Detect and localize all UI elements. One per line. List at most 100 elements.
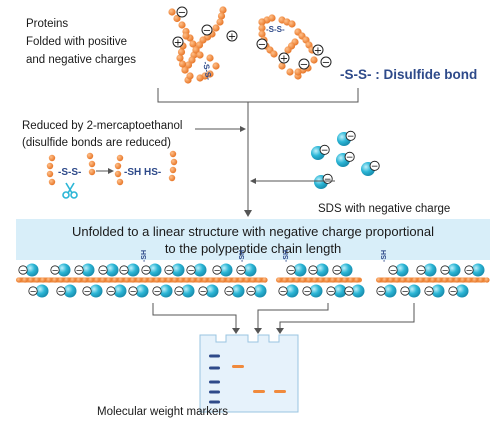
positive-charge-icon xyxy=(226,30,238,42)
sds-molecule xyxy=(35,284,49,298)
sds-molecule xyxy=(81,263,95,277)
amino-acid-bead xyxy=(136,277,142,283)
negative-charge-icon xyxy=(141,265,151,275)
amino-acid-bead xyxy=(294,68,302,76)
unfolded-banner xyxy=(16,219,490,260)
svg-text:−: − xyxy=(129,287,136,297)
amino-acid-bead xyxy=(318,277,324,283)
amino-acid-bead xyxy=(258,30,266,38)
negative-charge-icon xyxy=(164,265,174,275)
sds-arrow-head xyxy=(250,178,256,184)
negative-charge-icon xyxy=(186,265,196,275)
negative-charge-icon xyxy=(236,265,246,275)
negative-charge-icon xyxy=(50,265,60,275)
folded-protein-2: -S-S-−++−− xyxy=(256,14,332,80)
amino-acid-bead xyxy=(148,277,154,283)
amino-acid-bead xyxy=(466,277,472,283)
sds-molecule xyxy=(105,263,119,277)
svg-text:−: − xyxy=(322,58,330,69)
amino-acid-bead xyxy=(310,56,318,64)
reduced-arrow-head xyxy=(240,126,246,132)
negative-charge-icon xyxy=(369,160,380,171)
svg-text:−: − xyxy=(371,162,379,172)
amino-acid-bead xyxy=(354,277,360,283)
svg-text:−: − xyxy=(287,266,294,276)
amino-acid-bead xyxy=(460,277,466,283)
amino-acid-bead xyxy=(256,277,262,283)
amino-acid-bead xyxy=(176,54,184,62)
negative-charge-icon xyxy=(176,6,188,18)
sds-molecule xyxy=(135,284,149,298)
svg-text:−: − xyxy=(258,40,266,51)
amino-acid-bead xyxy=(220,277,226,283)
unfolded-label: Unfolded to a linear structure with nega… xyxy=(72,224,434,239)
amino-acid-bead xyxy=(58,277,64,283)
amino-acid-bead xyxy=(286,68,294,76)
svg-text:−: − xyxy=(425,287,432,297)
negative-charge-icon xyxy=(98,265,108,275)
sample-band xyxy=(253,390,265,393)
amino-acid-bead xyxy=(178,277,184,283)
amino-acid-bead xyxy=(52,277,58,283)
positive-charge-icon xyxy=(278,52,290,64)
negative-charge-icon xyxy=(286,265,296,275)
amino-acid-bead xyxy=(178,60,187,68)
amino-acid-bead xyxy=(284,46,292,54)
sds-molecule xyxy=(63,284,77,298)
negative-charge-icon xyxy=(56,286,66,296)
svg-text:−: − xyxy=(247,287,254,297)
amino-acid-bead xyxy=(195,41,204,49)
svg-text:−: − xyxy=(29,287,36,297)
amino-acid-bead xyxy=(169,150,177,158)
amino-acid-bead xyxy=(388,277,394,283)
amino-acid-bead xyxy=(382,277,388,283)
sds-molecule xyxy=(423,263,437,277)
svg-text:−: − xyxy=(401,287,408,297)
amino-acid-bead xyxy=(46,170,54,178)
amino-acid-bead xyxy=(212,62,220,70)
negative-charge-icon xyxy=(345,130,356,141)
marker-band xyxy=(209,380,220,384)
amino-acid-bead xyxy=(324,277,330,283)
amino-acid-bead xyxy=(189,40,197,48)
amino-acid-bead xyxy=(206,54,214,62)
amino-acid-bead xyxy=(226,277,232,283)
svg-text:-SH: -SH xyxy=(141,250,148,262)
unfolded-label-line2: to the polypeptide chain length xyxy=(165,241,341,256)
amino-acid-bead xyxy=(106,277,112,283)
amino-acid-bead xyxy=(116,154,124,162)
svg-text:−: − xyxy=(333,266,340,276)
negative-charge-icon xyxy=(82,286,92,296)
amino-acid-bead xyxy=(406,277,412,283)
negative-charge-icon xyxy=(308,265,318,275)
amino-acid-bead xyxy=(173,14,181,23)
marker-band xyxy=(209,354,220,358)
proteins-label: Proteins xyxy=(26,18,68,30)
amino-acid-bead xyxy=(190,277,196,283)
sds-molecule xyxy=(383,284,397,298)
amino-acid-bead xyxy=(342,277,348,283)
amino-acid-bead xyxy=(116,178,124,186)
svg-text:-SH: -SH xyxy=(283,250,290,262)
svg-text:−: − xyxy=(51,266,58,276)
amino-acid-bead xyxy=(288,277,294,283)
svg-text:−: − xyxy=(449,287,456,297)
amino-acid-bead xyxy=(169,166,177,174)
svg-text:−: − xyxy=(327,287,334,297)
svg-text:−: − xyxy=(75,266,82,276)
svg-text:+: + xyxy=(314,46,322,57)
negative-charge-icon xyxy=(174,286,184,296)
amino-acid-bead xyxy=(88,160,96,168)
negative-charge-icon xyxy=(246,286,256,296)
amino-acid-bead xyxy=(34,277,40,283)
svg-text:-SH: -SH xyxy=(381,250,388,262)
negative-charge-icon xyxy=(388,265,398,275)
negative-charge-icon xyxy=(152,286,162,296)
disulfide-legend: -S-S- : Disulfide bond xyxy=(340,67,477,82)
svg-text:−: − xyxy=(187,266,194,276)
negative-charge-icon xyxy=(326,286,336,296)
sds-molecule xyxy=(205,284,219,298)
sds-molecule xyxy=(253,284,267,298)
markers-label: Molecular weight markers xyxy=(97,406,228,418)
sds-molecule xyxy=(351,284,365,298)
